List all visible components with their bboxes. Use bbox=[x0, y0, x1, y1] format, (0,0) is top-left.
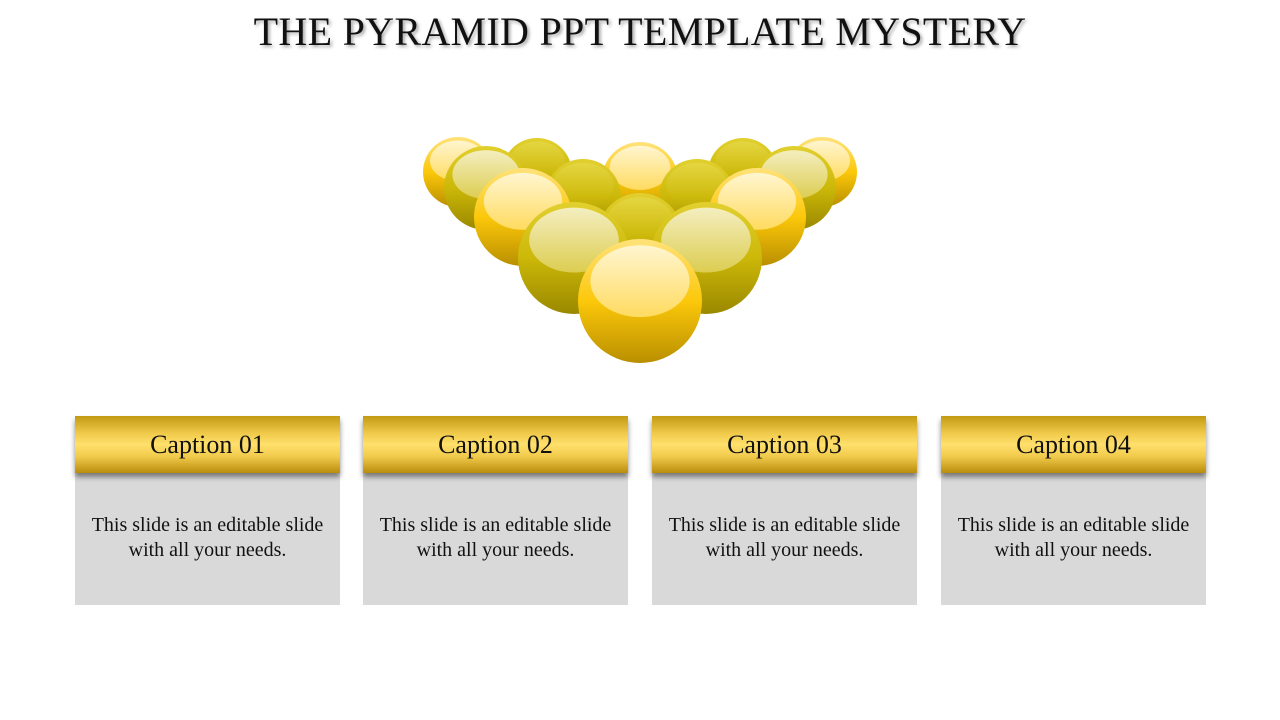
caption-header: Caption 04 bbox=[941, 416, 1206, 473]
caption-card-4: Caption 04 This slide is an editable sli… bbox=[941, 416, 1206, 605]
caption-card-2: Caption 02 This slide is an editable sli… bbox=[363, 416, 628, 605]
caption-text: This slide is an editable slide with all… bbox=[379, 514, 612, 561]
ball-highlight bbox=[666, 162, 728, 207]
caption-text: This slide is an editable slide with all… bbox=[957, 514, 1190, 561]
caption-card-3: Caption 03 This slide is an editable sli… bbox=[652, 416, 917, 605]
slide-title: THE PYRAMID PPT TEMPLATE MYSTERY bbox=[253, 9, 1027, 54]
ball-highlight bbox=[552, 162, 614, 207]
ball-highlight bbox=[529, 207, 619, 273]
caption-header: Caption 03 bbox=[652, 416, 917, 473]
caption-text: This slide is an editable slide with all… bbox=[668, 514, 901, 561]
caption-header: Caption 02 bbox=[363, 416, 628, 473]
caption-header: Caption 01 bbox=[75, 416, 340, 473]
caption-card-1: Caption 01 This slide is an editable sli… bbox=[75, 416, 340, 605]
ball-highlight bbox=[661, 207, 751, 273]
caption-text: This slide is an editable slide with all… bbox=[91, 514, 324, 561]
ball-highlight bbox=[609, 145, 671, 190]
ball-highlight bbox=[590, 245, 690, 318]
